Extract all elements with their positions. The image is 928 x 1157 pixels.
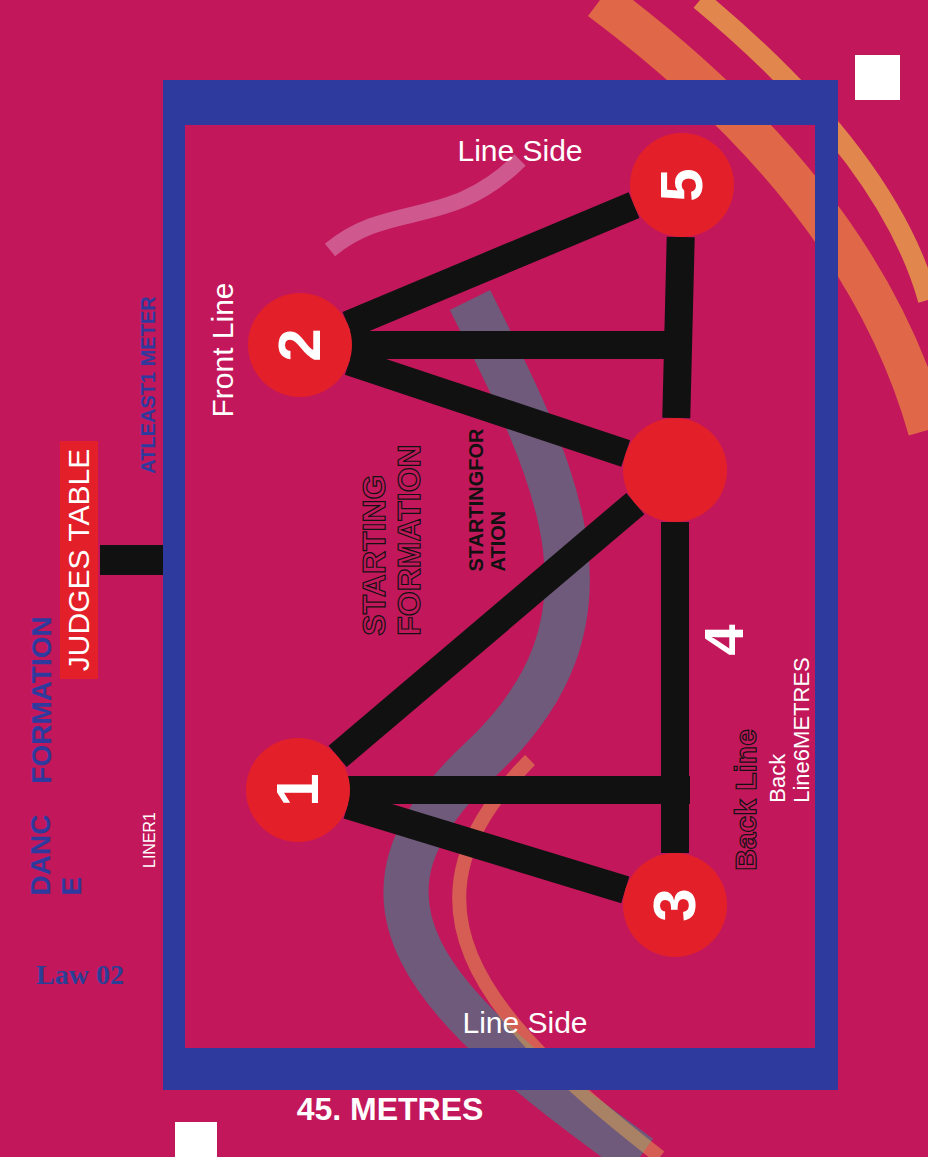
judges-marker [100, 545, 163, 575]
formation-line [348, 805, 626, 890]
frame-bar [163, 1048, 838, 1090]
swirl [330, 160, 520, 250]
line-label: Front Line [206, 282, 239, 417]
dancer-number: 5 [652, 168, 712, 201]
frame-bar [163, 80, 838, 125]
dancer-circle: 4 [623, 418, 727, 522]
dancer-circle: 2 [248, 293, 352, 397]
law-number: Law 02 [36, 960, 124, 991]
judges-table: JUDGES TABLE [60, 441, 98, 679]
frame-bar [815, 80, 838, 1090]
dancer-number: 1 [268, 773, 328, 806]
line-label: LINER1 [141, 812, 159, 868]
line-label: Back Line [729, 729, 762, 871]
white-square [175, 1122, 217, 1157]
dancer-number: 2 [270, 328, 330, 361]
dancer-number: 4 [699, 624, 749, 655]
formation-bar [340, 776, 690, 804]
swirl [700, 0, 928, 300]
formation-title: STARTINGFOR ATION [465, 429, 509, 572]
title-word: FORMATION [27, 616, 58, 783]
frame-bar [163, 80, 185, 1090]
line-label: Line Side [457, 134, 582, 167]
formation-line [348, 205, 634, 325]
title-word: DANC E [26, 815, 88, 896]
swirl [459, 760, 660, 1157]
line-label: Line Side [462, 1006, 587, 1039]
formation-line [349, 361, 625, 453]
dimension: Back Line6METRES [766, 657, 814, 803]
dimension: 45. METRES [297, 1092, 484, 1127]
dancer-circle: 5 [630, 133, 734, 237]
formation-line [676, 237, 680, 418]
dancer-circle: 1 [246, 738, 350, 842]
distance-note: ATLEAST1 METER [137, 296, 159, 473]
table-label: JUDGES TABLE [64, 449, 94, 671]
dancer-circle: 3 [623, 853, 727, 957]
formation-bar [342, 331, 690, 359]
swirl [600, 0, 928, 430]
white-square [855, 55, 900, 100]
formation-line [661, 522, 689, 853]
formation-title: STARTING FORMATION [357, 444, 427, 635]
dancer-number: 3 [645, 888, 705, 921]
